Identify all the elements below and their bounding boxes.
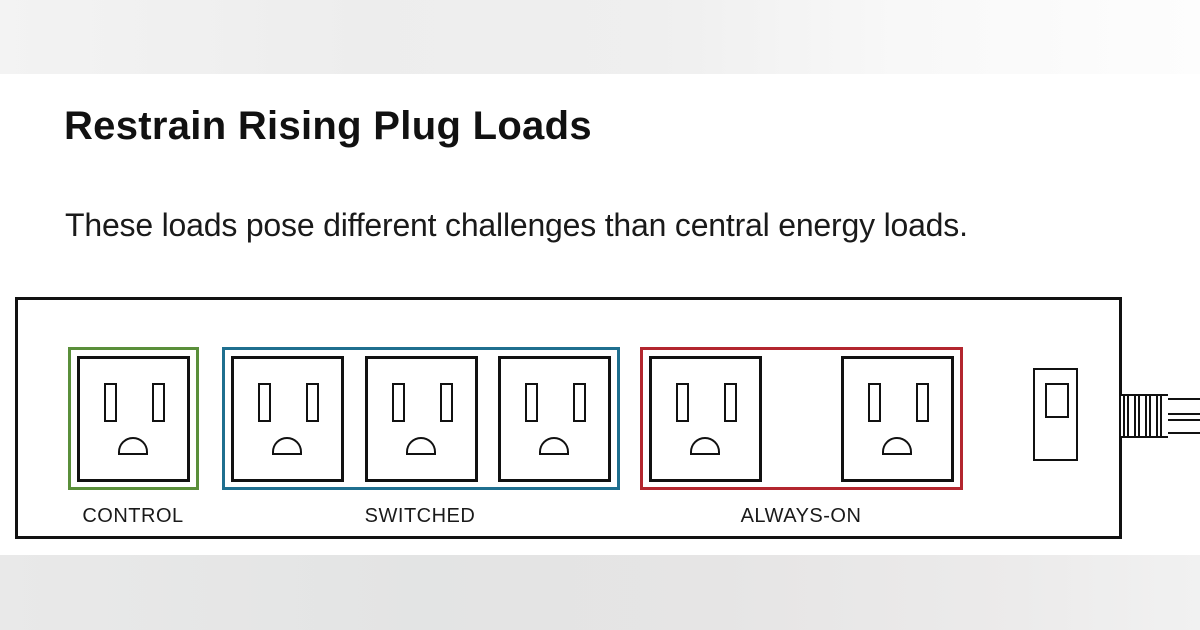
power-cord-icon xyxy=(1168,398,1200,434)
outlet-icon xyxy=(649,356,762,482)
rib-icon xyxy=(1134,396,1140,436)
outlet-ground-icon xyxy=(539,437,569,455)
switched-group-outline xyxy=(222,347,620,490)
control-group-outline xyxy=(68,347,199,490)
outlet-ground-icon xyxy=(882,437,912,455)
outlet-slot-icon xyxy=(573,383,586,422)
page-title: Restrain Rising Plug Loads xyxy=(64,104,592,148)
outlet-ground-icon xyxy=(118,437,148,455)
outlet-slot-icon xyxy=(916,383,929,422)
control-label: CONTROL xyxy=(82,505,184,527)
outlet-slot-icon xyxy=(440,383,453,422)
rocker-icon xyxy=(1045,383,1069,418)
strain-relief-icon xyxy=(1121,394,1168,438)
outlet-icon xyxy=(841,356,954,482)
rib-icon xyxy=(1123,396,1129,436)
top-background-band xyxy=(0,0,1200,74)
always-on-label: ALWAYS-ON xyxy=(740,505,862,527)
cord-divider-icon xyxy=(1168,413,1200,421)
outlet-icon xyxy=(231,356,344,482)
outlet-ground-icon xyxy=(272,437,302,455)
outlet-slot-icon xyxy=(676,383,689,422)
outlet-icon xyxy=(498,356,611,482)
page-subtitle: These loads pose different challenges th… xyxy=(65,207,968,243)
outlet-slot-icon xyxy=(868,383,881,422)
outlet-icon xyxy=(365,356,478,482)
outlet-slot-icon xyxy=(152,383,165,422)
rocker-switch-icon xyxy=(1033,368,1078,461)
bottom-background-band xyxy=(0,555,1200,630)
outlet-slot-icon xyxy=(258,383,271,422)
outlet-slot-icon xyxy=(724,383,737,422)
outlet-ground-icon xyxy=(690,437,720,455)
always-on-group-outline xyxy=(640,347,963,490)
rib-icon xyxy=(1156,396,1162,436)
outlet-ground-icon xyxy=(406,437,436,455)
outlet-slot-icon xyxy=(525,383,538,422)
outlet-slot-icon xyxy=(104,383,117,422)
outlet-slot-icon xyxy=(392,383,405,422)
rib-icon xyxy=(1145,396,1151,436)
switched-label: SWITCHED xyxy=(364,505,476,527)
outlet-icon xyxy=(77,356,190,482)
outlet-slot-icon xyxy=(306,383,319,422)
